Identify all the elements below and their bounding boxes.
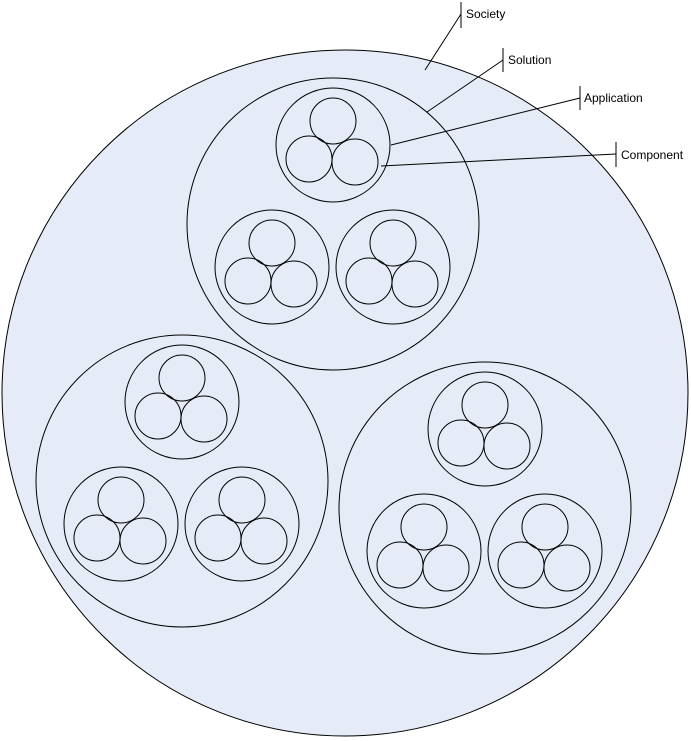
component-circle — [119, 517, 167, 565]
solution-leader — [426, 59, 504, 113]
component-circle — [521, 503, 569, 551]
component-circle — [483, 422, 531, 470]
component-circle — [270, 260, 318, 308]
solution-circle — [186, 77, 480, 371]
application-circle — [184, 466, 300, 582]
solution-circle — [35, 334, 329, 628]
component-circle — [248, 219, 296, 267]
component-circle — [391, 260, 439, 308]
leader-lines — [380, 2, 617, 167]
application-circle — [427, 371, 543, 487]
society-leader — [424, 13, 462, 71]
component-label: Component — [621, 148, 684, 162]
solution-circle — [338, 361, 632, 655]
application-circle — [124, 344, 240, 460]
component-circle — [369, 219, 417, 267]
application-circle — [214, 209, 330, 325]
component-circle — [309, 97, 357, 145]
application-leader — [390, 97, 581, 146]
component-circle — [158, 354, 206, 402]
application-circle — [487, 493, 603, 609]
solution-label: Solution — [508, 53, 551, 67]
application-circle — [366, 493, 482, 609]
component-circle — [461, 381, 509, 429]
component-circle — [331, 138, 379, 186]
component-circle — [422, 544, 470, 592]
component-circle — [543, 544, 591, 592]
component-circle — [240, 517, 288, 565]
application-circle — [275, 87, 391, 203]
application-circle — [63, 466, 179, 582]
component-circle — [180, 395, 228, 443]
society-circle — [1, 49, 689, 737]
component-leader — [380, 153, 617, 167]
society-label: Society — [466, 7, 505, 21]
component-circle — [218, 476, 266, 524]
component-circle — [400, 503, 448, 551]
application-label: Application — [584, 91, 643, 105]
component-circle — [97, 476, 145, 524]
application-circle — [335, 209, 451, 325]
solution-groups — [35, 77, 632, 655]
